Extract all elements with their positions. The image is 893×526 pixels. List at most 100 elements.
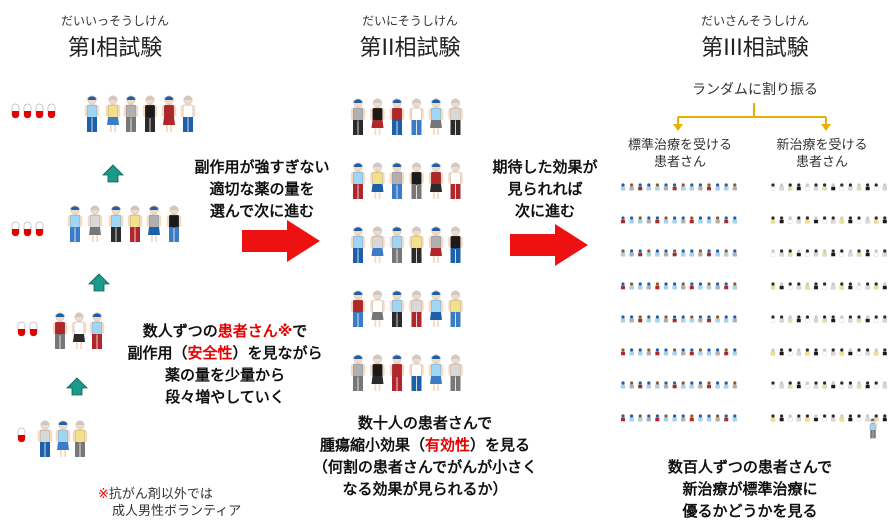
tiny-patient-figure <box>882 381 887 389</box>
transition2-line: 次に進む <box>514 202 575 220</box>
phase2-title: 第II相試験 <box>359 36 461 61</box>
tiny-patient-figure <box>856 315 862 323</box>
tiny-patient-figure <box>715 249 720 257</box>
phase1-desc-line: 薬の量を少量から <box>164 366 285 384</box>
new-treatment-group-label: 新治療を受ける 患者さん <box>752 137 892 171</box>
tiny-patient-figure <box>689 414 694 422</box>
tiny-patient-figure <box>831 249 836 257</box>
tiny-patient-figure <box>848 381 853 389</box>
tiny-patient-figure <box>620 249 626 257</box>
patient-figure <box>370 162 385 199</box>
tiny-patient-figure <box>865 381 870 389</box>
tiny-patient-figure <box>813 183 819 191</box>
tiny-patient-figure <box>788 216 793 224</box>
tiny-patient-figure <box>629 216 634 224</box>
tiny-patient-figure <box>865 348 870 356</box>
patient-figure <box>123 95 139 132</box>
tiny-patient-figure <box>822 414 827 422</box>
tiny-patient-figure <box>856 216 862 224</box>
tiny-patient-figure <box>620 381 626 389</box>
tiny-patient-figure <box>681 249 686 257</box>
tiny-patient-figure <box>805 414 810 422</box>
transition1-line: 選んで次に進む <box>209 202 315 220</box>
tiny-patient-figure <box>856 414 862 422</box>
tiny-patient-figure <box>770 381 776 389</box>
tiny-patient-figure <box>663 348 669 356</box>
group-label-line: 患者さん <box>795 155 848 170</box>
tiny-patient-figure <box>822 249 827 257</box>
tiny-patient-figure <box>848 249 853 257</box>
pill-icon <box>17 427 26 443</box>
tiny-patient-figure <box>882 414 887 422</box>
tiny-patient-figure <box>796 249 801 257</box>
tiny-patient-figure <box>874 315 879 323</box>
tiny-patient-figure <box>813 216 819 224</box>
tiny-patient-figure <box>698 315 703 323</box>
tiny-patient-figure <box>655 183 660 191</box>
patient-figure <box>142 95 158 132</box>
tiny-patient-figure <box>689 381 694 389</box>
pill-icon <box>11 221 20 237</box>
tiny-patient-figure <box>831 282 836 290</box>
tiny-patient-figure <box>689 216 694 224</box>
tiny-patient-figure <box>865 414 870 422</box>
patient-figure <box>84 95 100 132</box>
tiny-patient-figure <box>788 183 793 191</box>
tiny-patient-figure <box>805 282 810 290</box>
tiny-patient-figure <box>813 348 819 356</box>
tiny-patient-figure <box>822 348 827 356</box>
tiny-patient-figure <box>672 183 677 191</box>
tiny-patient-figure <box>638 282 643 290</box>
transition2-line: 期待した効果が <box>492 158 598 176</box>
tiny-patient-figure <box>813 315 819 323</box>
patient-figure <box>370 98 385 135</box>
patient-figure <box>105 95 121 132</box>
tiny-patient-figure <box>865 216 870 224</box>
step-up-arrow-icon <box>102 164 124 183</box>
tiny-patient-figure <box>629 348 634 356</box>
tiny-patient-figure <box>822 381 827 389</box>
standard-group-label: 標準治療を受ける 患者さん <box>605 137 755 171</box>
tiny-patient-figure <box>831 315 836 323</box>
phase1-desc-text: 副作用（ <box>127 344 188 362</box>
step-up-arrow-icon <box>66 377 88 396</box>
pill-icon <box>23 103 32 119</box>
tiny-patient-figure <box>732 249 737 257</box>
transition1-line: 適切な薬の量を <box>209 180 315 198</box>
tiny-patient-figure <box>715 315 720 323</box>
tiny-patient-figure <box>706 414 712 422</box>
tiny-patient-figure <box>620 216 626 224</box>
tiny-patient-figure <box>724 183 729 191</box>
patient-figure <box>350 290 366 327</box>
tiny-patient-figure <box>839 381 844 389</box>
tiny-patient-figure <box>882 348 887 356</box>
tiny-patient-figure <box>788 381 793 389</box>
tiny-patient-figure <box>822 282 827 290</box>
patient-figure <box>146 205 162 242</box>
tiny-patient-figure <box>663 315 669 323</box>
tiny-patient-figure <box>848 348 853 356</box>
tiny-patient-figure <box>655 315 660 323</box>
tiny-patient-figure <box>638 315 643 323</box>
tiny-patient-figure <box>788 282 793 290</box>
tiny-patient-figure <box>706 381 712 389</box>
tiny-patient-figure <box>689 249 694 257</box>
tiny-patient-figure <box>796 381 801 389</box>
phase1-desc-text: ）を見ながら <box>232 344 323 362</box>
tiny-patient-figure <box>874 183 879 191</box>
tiny-patient-figure <box>770 315 776 323</box>
patient-figure <box>409 290 424 327</box>
tiny-patient-figure <box>698 183 703 191</box>
patient-figure <box>370 290 385 327</box>
tiny-patient-figure <box>620 414 626 422</box>
patient-figure <box>428 354 444 391</box>
patient-figure <box>389 290 405 327</box>
tiny-patient-figure <box>681 282 686 290</box>
tiny-patient-figure <box>839 216 844 224</box>
tiny-patient-figure <box>655 249 660 257</box>
tiny-patient-figure <box>770 216 776 224</box>
patient-figure <box>409 226 424 263</box>
tiny-patient-figure <box>831 381 836 389</box>
tiny-patient-figure <box>663 282 669 290</box>
phase3-title: 第III相試験 <box>701 36 809 61</box>
